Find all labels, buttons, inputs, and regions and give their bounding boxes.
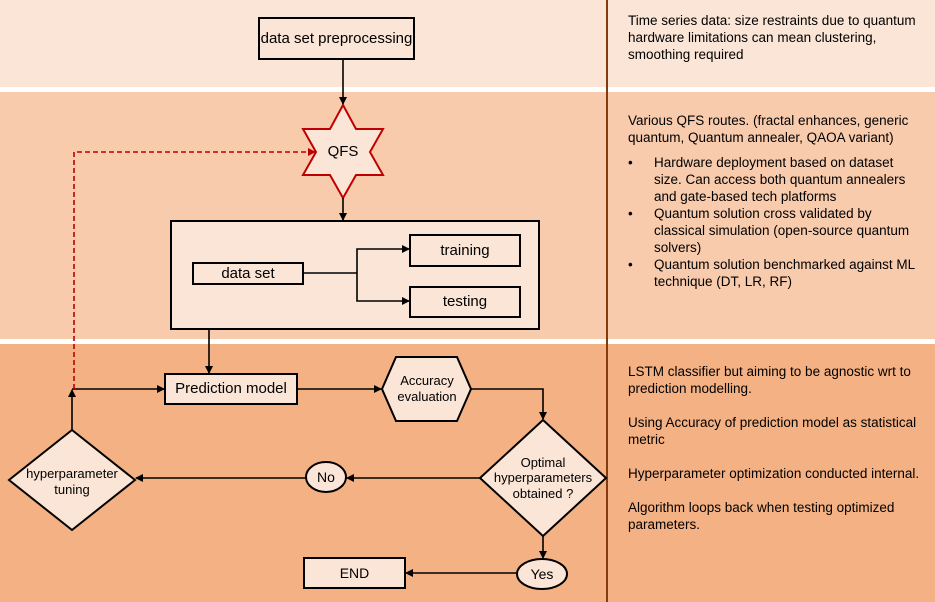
note-bottom: LSTM classifier but aiming to be agnosti… [628, 363, 924, 533]
note-bottom-text: Algorithm loops back when testing optimi… [628, 500, 895, 532]
note-middle-intro: Various QFS routes. (fractal enhances, g… [628, 113, 909, 145]
vertical-divider [606, 0, 608, 602]
qfs-label: QFS [327, 143, 359, 160]
note-top-text: Time series data: size restraints due to… [628, 13, 916, 62]
no-label: No [317, 468, 335, 485]
prediction-model-box: Prediction model [164, 373, 298, 405]
bullet-item: Quantum solution benchmarked against ML … [628, 256, 924, 290]
preprocessing-label: data set preprocessing [260, 29, 413, 47]
end-box: END [303, 557, 406, 589]
training-label: training [440, 241, 490, 259]
arrow-split-to-testing [356, 273, 410, 305]
note-bottom-text: Hyperparameter optimization conducted in… [628, 466, 920, 481]
yes-label: Yes [530, 565, 554, 582]
bullet-item: Quantum solution cross validated by clas… [628, 205, 924, 256]
bullet-item: Hardware deployment based on dataset siz… [628, 154, 924, 205]
band-separator [0, 87, 935, 92]
arrow-accuracy-to-optimal [471, 388, 547, 420]
testing-box: testing [409, 286, 521, 318]
dataset-label: data set [221, 264, 275, 282]
note-bottom-text: LSTM classifier but aiming to be agnosti… [628, 364, 911, 396]
optimal-check-label: Optimal hyperparameters obtained ? [493, 454, 593, 501]
prediction-model-label: Prediction model [175, 380, 287, 397]
note-top: Time series data: size restraints due to… [628, 12, 924, 63]
band-separator [0, 339, 935, 344]
dataset-box: data set [192, 262, 304, 285]
note-middle: Various QFS routes. (fractal enhances, g… [628, 112, 924, 290]
accuracy-evaluation-hexagon [380, 356, 473, 422]
loop-back-to-qfs-arrow [73, 148, 316, 389]
note-bottom-text: Using Accuracy of prediction model as st… [628, 415, 917, 447]
hyperparameter-tuning-diamond [7, 428, 137, 532]
band-top [0, 0, 935, 87]
preprocessing-box: data set preprocessing [258, 17, 415, 60]
testing-label: testing [442, 293, 488, 310]
note-middle-bullets: Hardware deployment based on dataset siz… [628, 154, 924, 290]
accuracy-evaluation-label: Accuracy evaluation [397, 373, 457, 404]
end-label: END [339, 564, 370, 581]
hyperparameter-tuning-label: hyperparameter tuning [26, 466, 118, 497]
yes-ellipse [516, 558, 568, 590]
training-box: training [409, 234, 521, 267]
arrow-split-to-training [356, 245, 410, 273]
